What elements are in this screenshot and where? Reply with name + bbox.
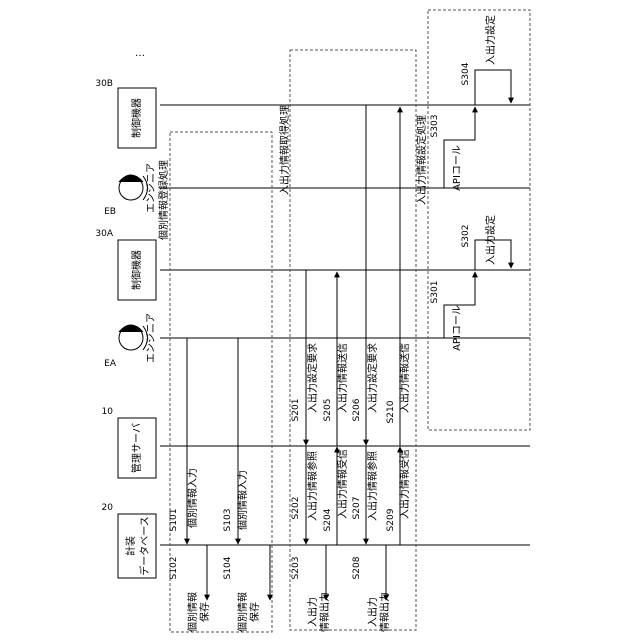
db-ref: 20 — [102, 503, 114, 513]
s304-id: S304 — [461, 62, 471, 85]
s203-label-l1: 入出力 — [306, 597, 319, 627]
db-name-line2: データベース — [138, 516, 151, 576]
server-name: 管理サーバ — [130, 423, 143, 473]
frame-io-get-label: 入出力情報取得処理 — [278, 105, 291, 195]
s104-id: S104 — [223, 556, 233, 579]
s303-id: S303 — [430, 115, 440, 138]
s301-label: APIコール — [452, 305, 463, 351]
s202-id: S202 — [291, 497, 301, 520]
s210-label: 入出力情報送信 — [398, 343, 411, 413]
s203-id: S203 — [291, 557, 301, 580]
s203-label-l2: 情報出力 — [318, 592, 331, 632]
engineer-b-ref: EB — [104, 207, 116, 217]
s209-id: S209 — [386, 508, 396, 531]
s208-id: S208 — [352, 556, 362, 579]
s206-id: S206 — [352, 398, 362, 421]
s302-label: 入出力設定 — [484, 215, 497, 265]
s104-label-l2: 保存 — [248, 602, 261, 622]
s103-id: S103 — [223, 509, 233, 532]
device-b-name: 制御機器 — [130, 98, 143, 138]
frame-individual — [170, 132, 272, 632]
device-b-ref: 30B — [95, 79, 113, 89]
s207-id: S207 — [352, 497, 362, 520]
s303-label: APIコール — [452, 145, 463, 191]
self-s304 — [475, 70, 511, 105]
frame-individual-label: 個別情報登録処理 — [157, 160, 170, 240]
s104-label-l1: 個別情報 — [236, 592, 249, 632]
frame-io-set — [428, 10, 530, 430]
self-s104 — [238, 545, 270, 600]
s210-id: S210 — [386, 400, 396, 423]
server-ref: 10 — [102, 407, 114, 417]
s301-id: S301 — [430, 281, 440, 304]
frame-io-set-label: 入出力情報設定処理 — [415, 115, 428, 205]
s304-label: 入出力設定 — [484, 15, 497, 65]
s102-id: S102 — [169, 557, 179, 580]
s205-label: 入出力情報送信 — [336, 343, 349, 413]
engineer-a-ref: EA — [104, 359, 117, 369]
s103-label: 個別情報入力 — [236, 470, 249, 530]
s102-label-l2: 保存 — [198, 602, 211, 622]
frame-io-get — [290, 50, 416, 630]
self-s208 — [366, 545, 386, 600]
engineer-a-name: エンジニア — [146, 313, 157, 363]
self-s203 — [306, 545, 326, 600]
engineer-b-name: エンジニア — [146, 163, 157, 213]
more-participants: … — [135, 48, 145, 59]
s207-label: 入出力情報参照 — [366, 451, 379, 521]
s209-label: 入出力情報受信 — [398, 449, 411, 519]
engineer-a-person-icon — [119, 325, 148, 350]
s101-label: 個別情報入力 — [186, 468, 199, 528]
s204-id: S204 — [323, 508, 333, 531]
s206-label: 入出力設定要求 — [366, 343, 379, 413]
engineer-b-person-icon — [119, 175, 148, 200]
s205-id: S205 — [323, 399, 333, 422]
s202-label: 入出力情報参照 — [306, 451, 319, 521]
device-a-name: 制御機器 — [130, 250, 143, 290]
s204-label: 入出力情報受信 — [336, 449, 349, 519]
s101-id: S101 — [169, 509, 179, 532]
device-a-ref: 30A — [95, 229, 113, 239]
s102-label-l1: 個別情報 — [186, 592, 199, 632]
db-name-line1: 計装 — [124, 536, 137, 556]
s302-id: S302 — [461, 225, 471, 248]
s201-label: 入出力設定要求 — [306, 343, 319, 413]
s208-label-l1: 入出力 — [366, 597, 379, 627]
s201-id: S201 — [291, 399, 301, 422]
self-s102 — [187, 545, 207, 600]
s208-label-l2: 情報出力 — [378, 592, 391, 632]
